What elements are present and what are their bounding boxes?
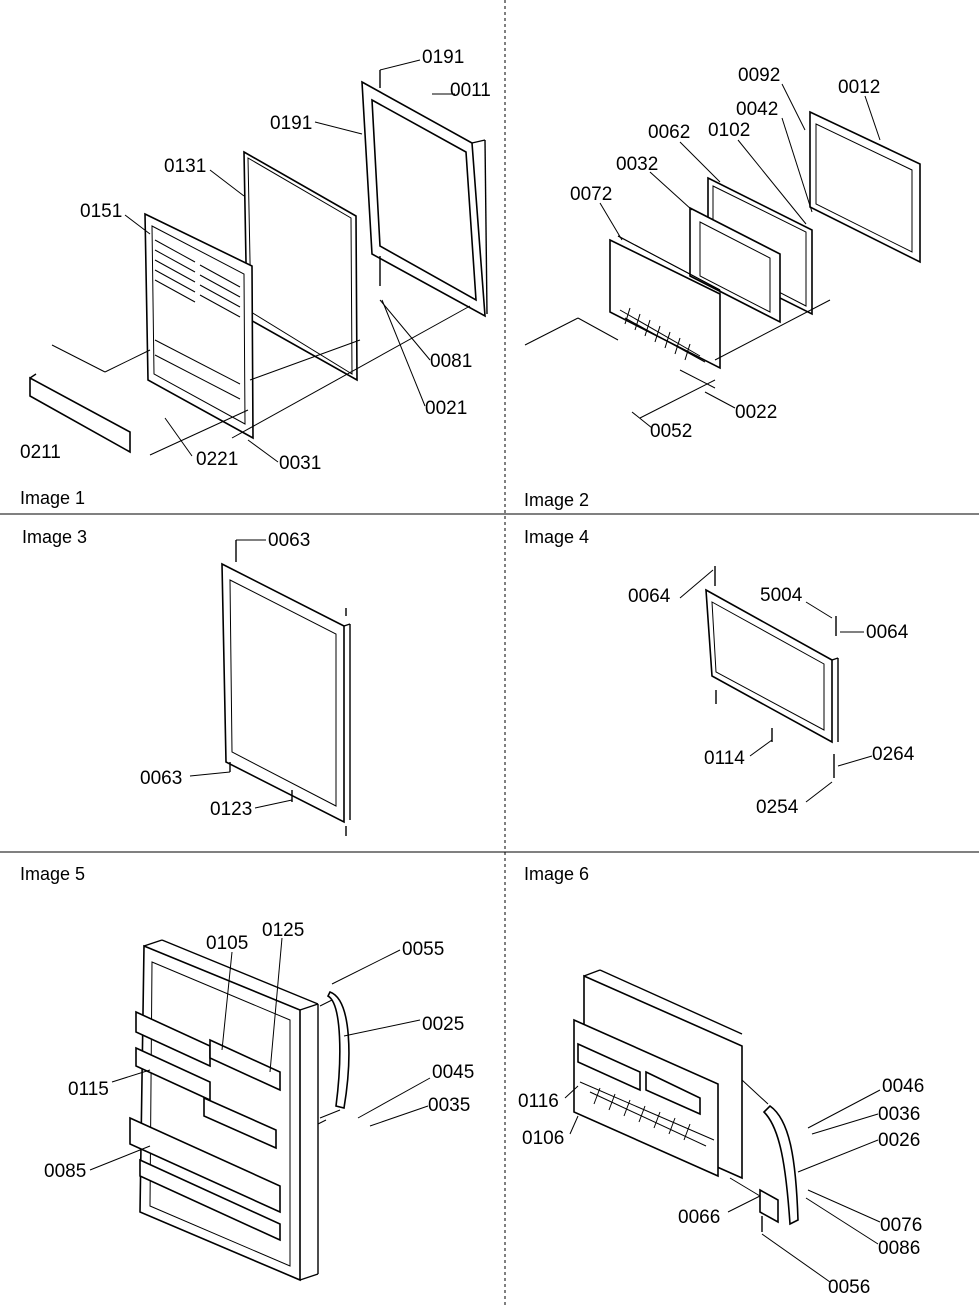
label-0046: 0046: [882, 1076, 924, 1097]
label-0045: 0045: [432, 1062, 474, 1083]
door-frame-drawing-3: [221, 562, 351, 824]
label-0056: 0056: [828, 1277, 870, 1298]
label-0115: 0115: [68, 1079, 109, 1100]
panel-image-1: 0191 0011 0191 0131 0151 0081 0021 0211 …: [20, 47, 491, 508]
breaker-0032-drawing: [689, 206, 781, 324]
gasket-drawing: [243, 150, 358, 382]
label-0254: 0254: [756, 797, 799, 818]
label-0032: 0032: [616, 154, 658, 175]
label-0031: 0031: [279, 453, 321, 474]
label-0191-top: 0191: [422, 47, 464, 68]
panel-image-3: 0063 0063 0123 Image 3: [22, 527, 351, 836]
liner-drawing: [144, 212, 254, 440]
label-0064-left: 0064: [628, 586, 671, 607]
panel-title-image-3: Image 3: [22, 527, 87, 547]
label-0125: 0125: [262, 920, 304, 941]
panel-title-image-6: Image 6: [524, 864, 589, 884]
label-0012: 0012: [838, 77, 880, 98]
label-0151: 0151: [80, 201, 122, 222]
label-0063-top: 0063: [268, 530, 310, 551]
label-0063-bottom: 0063: [140, 768, 182, 789]
frame-drawing-4: [705, 588, 839, 744]
label-0102: 0102: [708, 120, 750, 141]
label-0062: 0062: [648, 122, 690, 143]
panel-image-5: 0105 0125 0055 0025 0115 0045 0035 0085 …: [20, 864, 474, 1282]
label-0116: 0116: [518, 1091, 559, 1112]
door-frame-drawing: [361, 80, 488, 318]
panel-image-2: 0092 0012 0042 0062 0102 0032 0072 0022 …: [524, 65, 921, 510]
label-0085: 0085: [44, 1161, 86, 1182]
label-0105: 0105: [206, 933, 248, 954]
label-0066: 0066: [678, 1207, 720, 1228]
label-0036: 0036: [878, 1104, 920, 1125]
label-0081: 0081: [430, 351, 472, 372]
drawer-drawing-6: [573, 969, 743, 1180]
label-0026: 0026: [878, 1130, 920, 1151]
label-0055: 0055: [402, 939, 444, 960]
hinge-cover-drawing: [326, 991, 350, 1109]
liner-0072-drawing: [609, 235, 721, 370]
label-0221: 0221: [196, 449, 238, 470]
door-liner-drawing-5: [129, 939, 319, 1282]
panel-image-4: 0064 5004 0064 0114 0264 0254 Image 4: [524, 527, 915, 818]
label-0022: 0022: [735, 402, 777, 423]
label-0123: 0123: [210, 799, 252, 820]
label-0035: 0035: [428, 1095, 470, 1116]
label-0042: 0042: [736, 99, 778, 120]
panel-title-image-5: Image 5: [20, 864, 85, 884]
label-0191-side: 0191: [270, 113, 312, 134]
label-0072: 0072: [570, 184, 612, 205]
label-0092: 0092: [738, 65, 780, 86]
label-0106: 0106: [522, 1128, 564, 1149]
label-0086: 0086: [878, 1238, 920, 1259]
label-0114: 0114: [704, 748, 745, 769]
rail-drawing: [759, 1104, 799, 1226]
label-0025: 0025: [422, 1014, 464, 1035]
panel-title-image-1: Image 1: [20, 488, 85, 508]
label-5004: 5004: [760, 585, 803, 606]
panel-title-image-2: Image 2: [524, 490, 589, 510]
shelf-drawing: [29, 373, 131, 454]
panel-image-6: 0046 0036 0116 0026 0106 0066 0076 0086 …: [518, 864, 924, 1298]
frame-0012-drawing: [809, 110, 921, 264]
label-0131: 0131: [164, 156, 206, 177]
label-0064-right: 0064: [866, 622, 909, 643]
label-0011: 0011: [450, 80, 491, 101]
label-0211: 0211: [20, 442, 61, 463]
label-0264: 0264: [872, 744, 915, 765]
label-0076: 0076: [880, 1215, 922, 1236]
label-0052: 0052: [650, 421, 692, 442]
label-0021: 0021: [425, 398, 467, 419]
panel-title-image-4: Image 4: [524, 527, 589, 547]
